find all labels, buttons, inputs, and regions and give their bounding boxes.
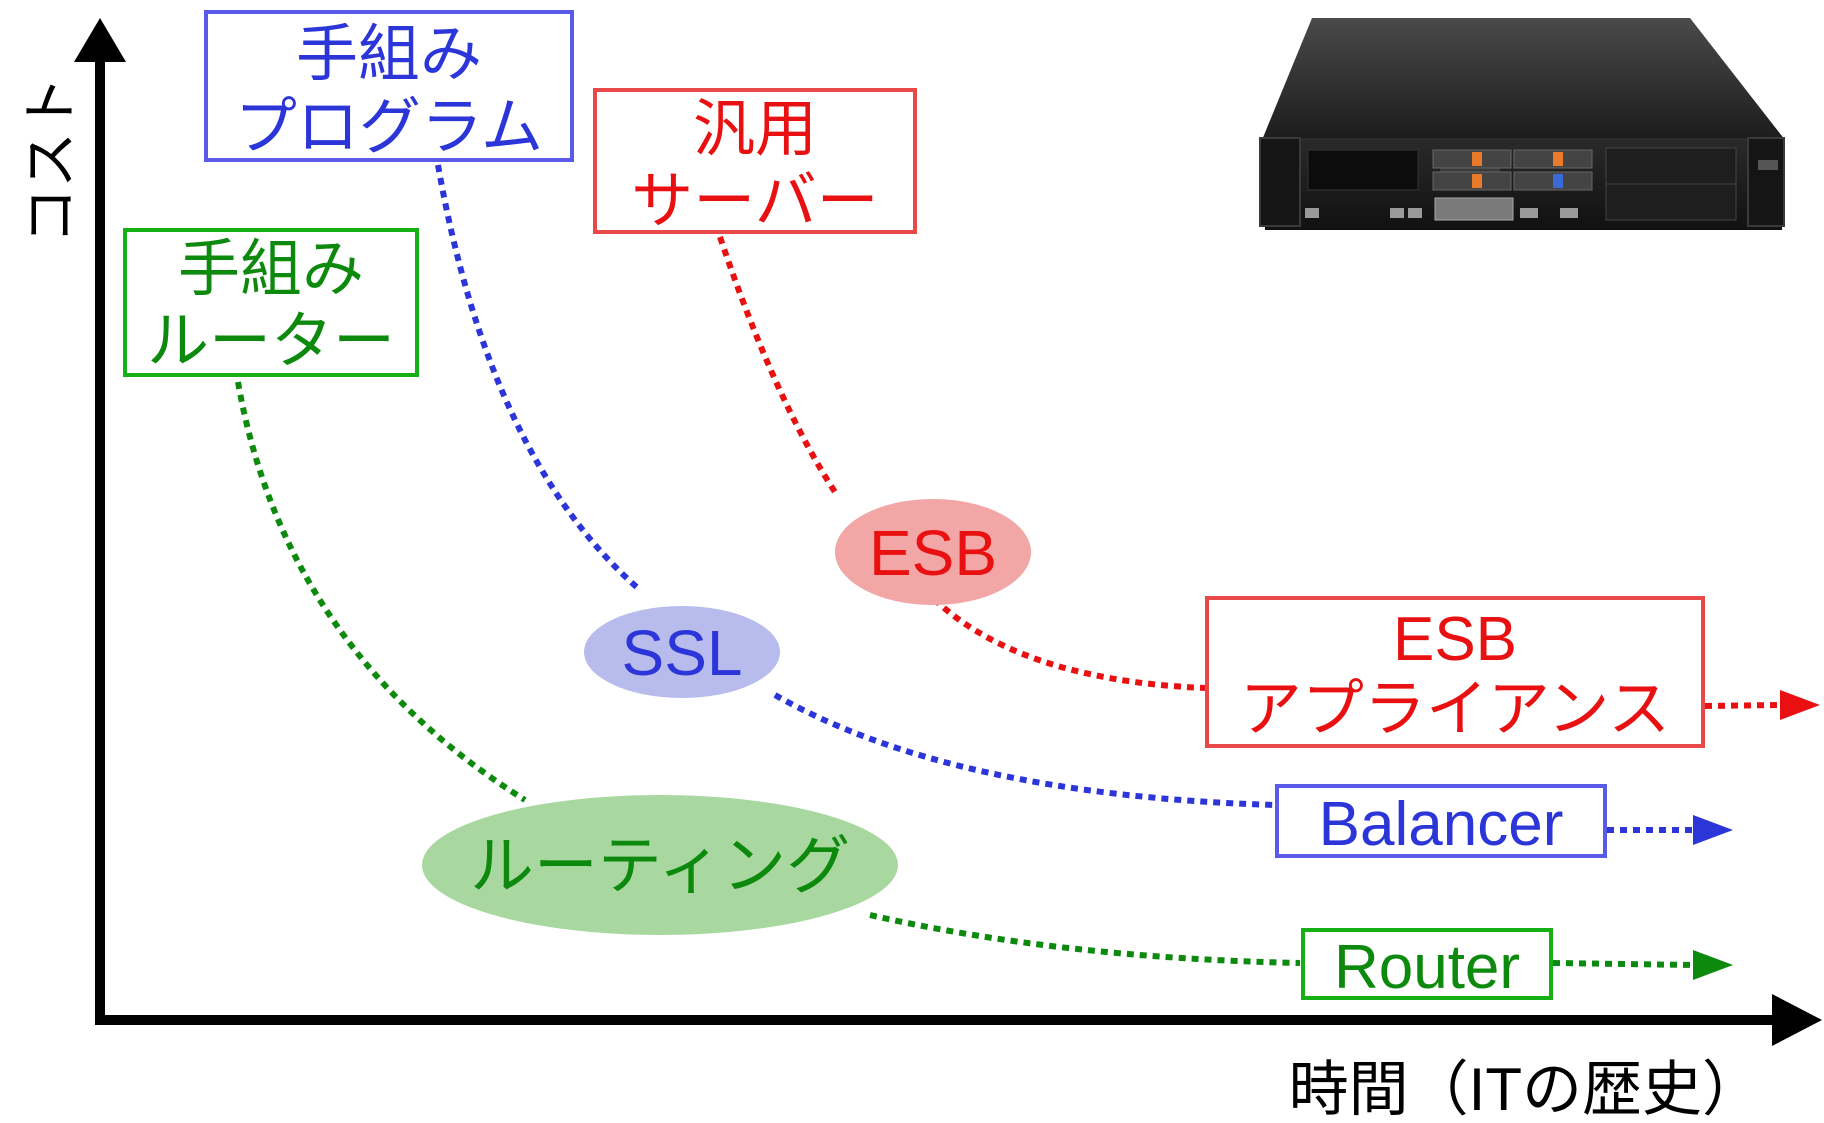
server-left-handle [1259, 137, 1301, 227]
red-track-lower [922, 587, 1206, 691]
balancer-label: Balancer [1319, 790, 1564, 859]
red-origin-line-1: 汎用 [693, 95, 817, 164]
server-appliance-icon [1259, 18, 1785, 230]
server-right-handle [1747, 137, 1785, 227]
red-origin-box: 汎用 サーバー [593, 88, 917, 236]
blue-middle-ellipse [584, 606, 780, 698]
server-ethernet-block [1434, 197, 1514, 221]
balancer-frame [1275, 784, 1607, 858]
esb-appliance-frame [1205, 596, 1705, 748]
router-label: Router [1334, 933, 1520, 1002]
server-port-1 [1305, 208, 1319, 218]
red-middle-node: ESB [835, 499, 1031, 605]
server-latch-3 [1472, 174, 1482, 188]
red-origin-line-2: サーバー [631, 167, 878, 236]
axes [74, 18, 1822, 1046]
blue-track-lower [773, 692, 1276, 808]
blue-track-upper [435, 164, 642, 593]
y-axis-arrowhead [74, 18, 126, 62]
balancer-product-box: Balancer [1275, 784, 1607, 859]
green-origin-box: 手組み ルーター [123, 228, 419, 377]
blue-middle-node: SSL [584, 606, 780, 698]
blue-track-arrowhead [1693, 815, 1733, 845]
green-middle-node: ルーティング [422, 795, 898, 935]
red-track-tail [1704, 702, 1781, 709]
x-axis-arrowhead [1772, 994, 1822, 1046]
server-port-4 [1520, 208, 1538, 218]
y-axis-label: コスト [19, 76, 82, 244]
red-middle-label: ESB [869, 517, 997, 589]
router-product-box: Router [1301, 928, 1553, 1002]
server-brand-plate [1758, 160, 1778, 170]
green-origin-frame [123, 228, 419, 377]
green-track-upper [235, 381, 527, 803]
server-top-surface [1262, 18, 1785, 140]
server-port-5 [1560, 208, 1578, 218]
server-port-3 [1408, 208, 1422, 218]
server-latch-1 [1472, 152, 1482, 166]
x-axis-label: 時間（ITの歴史） [1289, 1056, 1762, 1123]
green-middle-label: ルーティング [470, 830, 850, 902]
server-latch-2 [1553, 152, 1563, 166]
blue-origin-frame [204, 10, 574, 162]
track-paths [235, 164, 1781, 968]
green-track-lower [869, 912, 1301, 966]
green-origin-line-1: 手組み [178, 235, 364, 304]
esb-appliance-line-2: アプライアンス [1240, 675, 1670, 744]
green-origin-line-2: ルーター [147, 307, 395, 376]
red-middle-ellipse [835, 499, 1031, 605]
blue-origin-line-2: プログラム [235, 93, 543, 162]
red-track-arrowhead [1780, 690, 1820, 720]
blue-middle-label: SSL [622, 617, 743, 689]
router-frame [1301, 928, 1553, 1000]
blue-origin-box: 手組み プログラム [204, 10, 574, 162]
red-track-upper [717, 236, 838, 494]
esb-appliance-line-1: ESB [1393, 605, 1517, 674]
green-track-tail [1552, 960, 1696, 968]
green-middle-ellipse [422, 795, 898, 935]
server-port-2 [1390, 208, 1404, 218]
server-vent-grille [1307, 149, 1419, 191]
blue-origin-line-1: 手組み [296, 20, 482, 89]
red-origin-frame [593, 88, 917, 234]
esb-appliance-product-box: ESB アプライアンス [1205, 596, 1705, 748]
server-latch-4 [1553, 174, 1563, 188]
green-track-arrowhead [1693, 950, 1733, 980]
